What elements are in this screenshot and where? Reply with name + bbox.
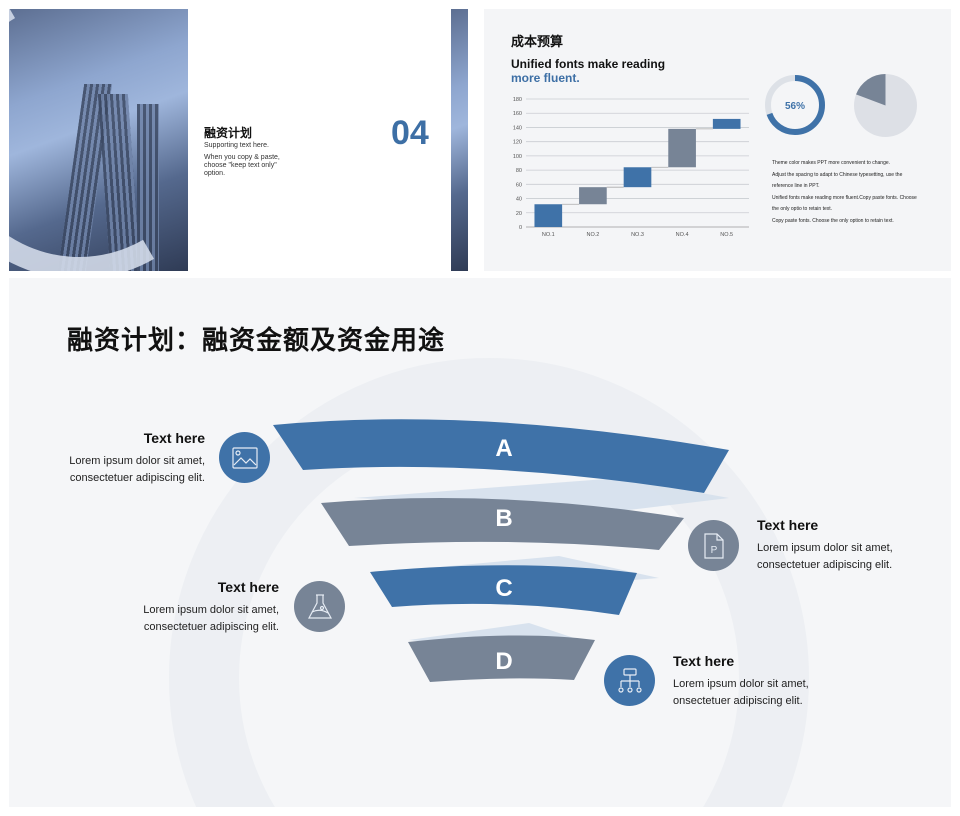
- svg-text:40: 40: [516, 197, 522, 203]
- funnel-level-a[interactable]: [273, 419, 729, 493]
- info-text: consectetuer adipiscing elit.: [143, 621, 279, 633]
- waterfall-bar: [534, 204, 563, 227]
- note-line: Adjust the spacing to adapt to Chinese t…: [772, 171, 903, 190]
- pie-chart: [854, 74, 917, 137]
- waterfall-bar: [712, 118, 741, 129]
- funnel-diagram: A B C D: [273, 419, 729, 682]
- svg-text:100: 100: [513, 154, 522, 160]
- slide-thumbnail-budget[interactable]: 成本预算 Unified fonts make reading more flu…: [484, 9, 951, 271]
- document-p-icon: P: [688, 520, 739, 571]
- tower-shape: [137, 104, 159, 271]
- flask-icon: [294, 581, 345, 632]
- info-heading: Text here: [217, 579, 279, 595]
- image-icon: [219, 432, 270, 483]
- note-line: Unified fonts make reading more fluent.C…: [772, 194, 917, 213]
- heading-line-1: Unified fonts make reading: [511, 57, 666, 71]
- svg-text:140: 140: [513, 125, 522, 131]
- note-line: Copy paste fonts. Choose the only option…: [772, 217, 894, 224]
- note-text: When you copy & paste, choose "keep text…: [204, 154, 280, 177]
- section-number: 04: [391, 114, 429, 152]
- svg-text:80: 80: [516, 168, 522, 174]
- info-text: Lorem ipsum dolor sit amet,: [69, 455, 205, 467]
- svg-text:60: 60: [516, 182, 522, 188]
- svg-text:NO.1: NO.1: [542, 232, 555, 238]
- svg-text:120: 120: [513, 140, 522, 146]
- funnel-label-d: D: [495, 648, 512, 675]
- main-slide[interactable]: 融资计划：融资金额及资金用途 A B C D Text here Lorem i…: [9, 278, 951, 807]
- info-heading: Text here: [673, 653, 735, 669]
- info-heading: Text here: [757, 517, 819, 533]
- building-photo-edge: [451, 9, 468, 271]
- svg-text:NO.5: NO.5: [720, 232, 733, 238]
- info-text: Lorem ipsum dolor sit amet,: [143, 604, 279, 616]
- building-photo: [9, 9, 263, 271]
- hierarchy-icon: [604, 655, 655, 706]
- funnel-label-c: C: [495, 575, 512, 602]
- funnel-level-c[interactable]: [370, 565, 637, 615]
- notes-block: Theme color makes PPT more convenient to…: [772, 158, 924, 227]
- svg-text:NO.2: NO.2: [586, 232, 599, 238]
- funnel-label-a: A: [495, 435, 512, 462]
- info-block-2: Text here Lorem ipsum dolor sit amet, co…: [757, 517, 937, 574]
- funnel-label-b: B: [495, 505, 512, 532]
- svg-text:160: 160: [513, 111, 522, 117]
- info-text: consectetuer adipiscing elit.: [69, 472, 205, 484]
- slide-title: 融资计划：融资金额及资金用途: [67, 325, 446, 355]
- supporting-text: Supporting text here.: [204, 142, 269, 149]
- waterfall-bar: [668, 128, 696, 168]
- info-block-1: Text here Lorem ipsum dolor sit amet, co…: [25, 430, 205, 487]
- donut-chart: 56%: [765, 75, 825, 135]
- svg-text:180: 180: [513, 97, 522, 103]
- svg-text:P: P: [710, 545, 717, 556]
- slide-thumbnail-section[interactable]: 融资计划 Supporting text here. When you copy…: [9, 9, 468, 271]
- info-block-3: Text here Lorem ipsum dolor sit amet, co…: [99, 579, 279, 636]
- svg-text:NO.3: NO.3: [631, 232, 644, 238]
- svg-text:20: 20: [516, 211, 522, 217]
- waterfall-bar: [579, 187, 607, 205]
- info-block-4: Text here Lorem ipsum dolor sit amet, on…: [673, 653, 853, 710]
- info-text: Lorem ipsum dolor sit amet,: [757, 542, 893, 554]
- info-text: Lorem ipsum dolor sit amet,: [673, 678, 809, 690]
- svg-text:0: 0: [519, 225, 522, 231]
- section-title: 融资计划: [204, 126, 253, 140]
- donut-label: 56%: [785, 101, 805, 112]
- svg-text:NO.4: NO.4: [676, 232, 689, 238]
- funnel-level-b[interactable]: [321, 498, 684, 550]
- waterfall-bar: [623, 167, 652, 188]
- funnel-level-d[interactable]: [408, 635, 595, 682]
- info-text: consectetuer adipiscing elit.: [757, 559, 893, 571]
- slide-title: 成本预算: [511, 34, 564, 49]
- heading-line-2: more fluent.: [511, 71, 580, 85]
- info-text: onsectetuer adipiscing elit.: [673, 695, 803, 707]
- note-line: Theme color makes PPT more convenient to…: [772, 160, 891, 166]
- info-heading: Text here: [143, 430, 205, 446]
